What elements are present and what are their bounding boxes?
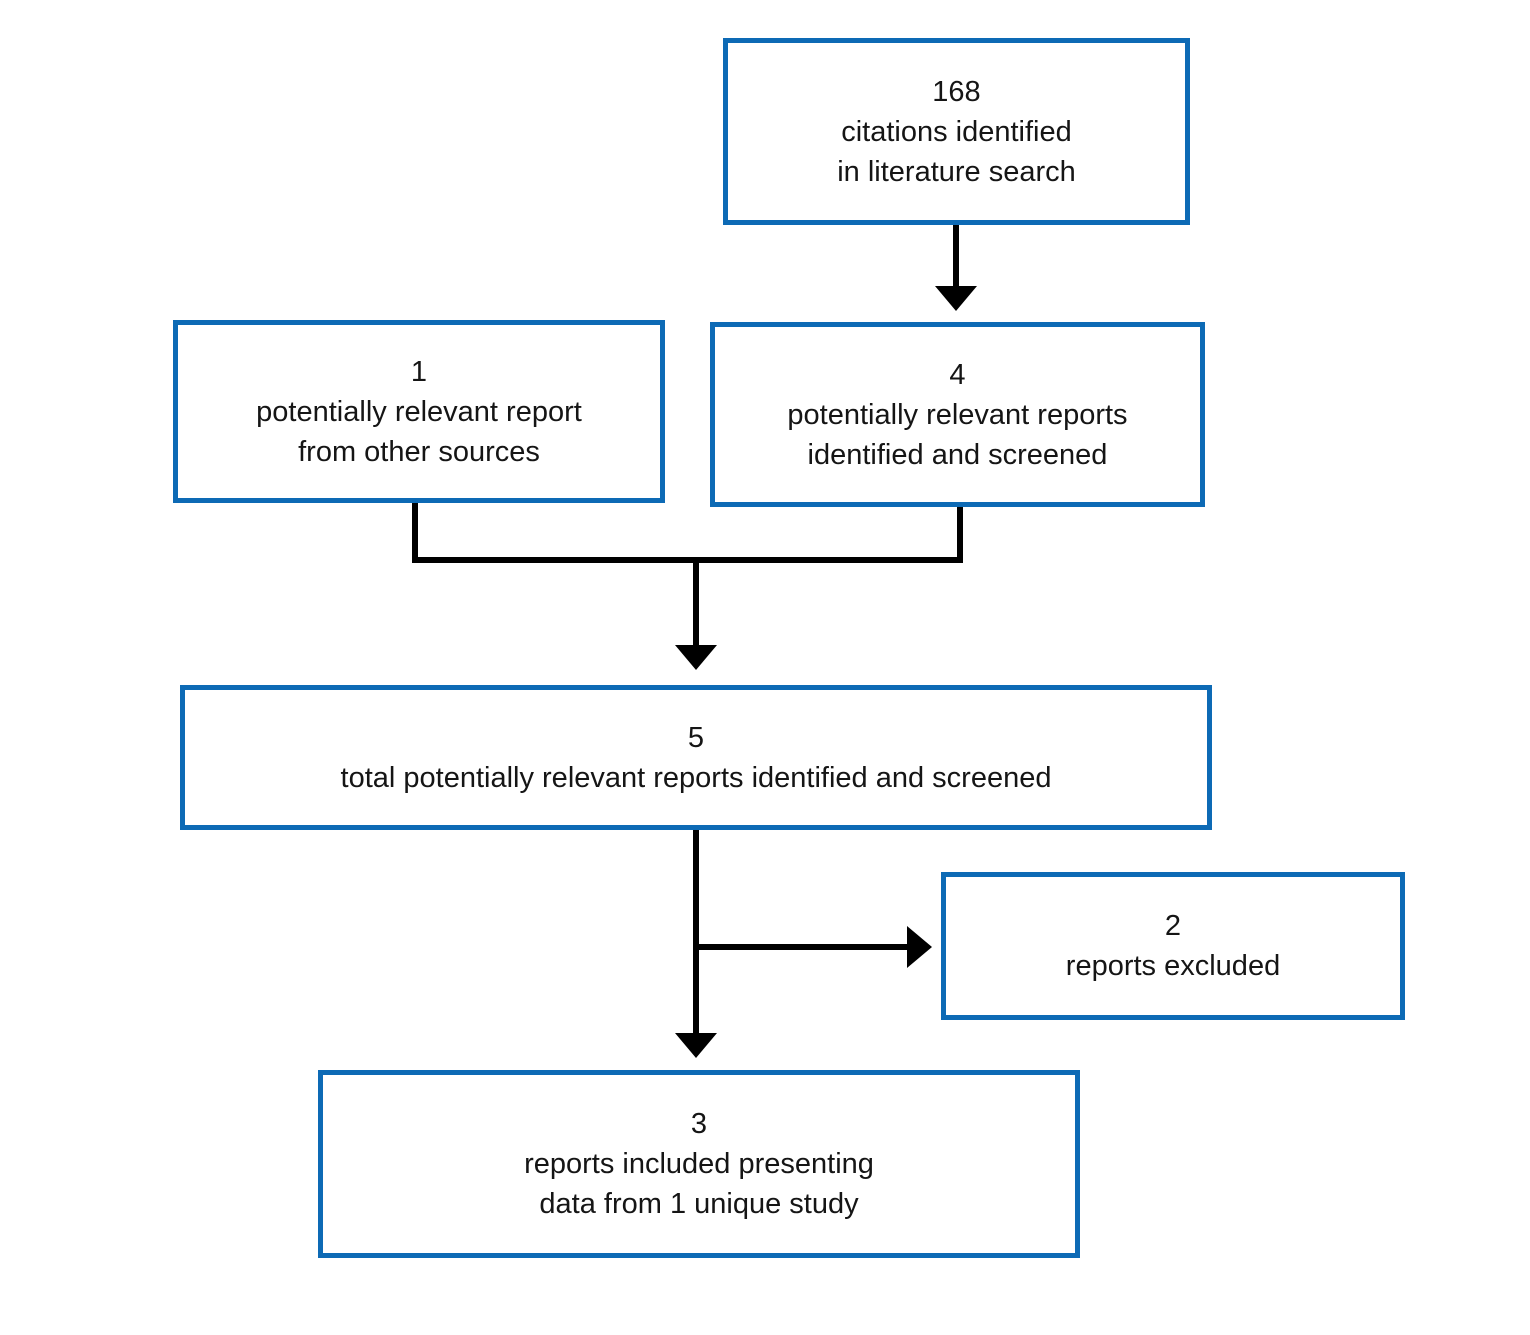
connector-merge-horizontal [412, 557, 963, 563]
flow-box-other-sources-text: 1 potentially relevant report from other… [256, 352, 582, 472]
flow-box-citations-identified: 168 citations identified in literature s… [723, 38, 1190, 225]
arrowhead-down-icon [675, 645, 717, 670]
connector-citations-to-screened [953, 225, 959, 287]
connector-branch-excluded [696, 944, 908, 950]
count-label: 5 [687, 721, 705, 754]
arrowhead-down-icon [935, 286, 977, 311]
connector-screened-down [957, 507, 963, 563]
text-line: reports included presenting [524, 1148, 874, 1180]
text-line: data from 1 unique study [539, 1188, 859, 1220]
flow-box-citations-text: 168 citations identified in literature s… [837, 72, 1076, 192]
text-line: identified and screened [807, 438, 1108, 471]
count-label: 1 [410, 355, 428, 388]
flow-box-reports-included: 3 reports included presenting data from … [318, 1070, 1080, 1258]
text-line: potentially relevant reports [787, 398, 1128, 431]
arrowhead-right-icon [907, 926, 932, 968]
flow-box-total-screened-text: 5 total potentially relevant reports ide… [341, 718, 1052, 798]
text-line: potentially relevant report [256, 395, 582, 428]
count-label: 168 [932, 75, 981, 108]
count-label: 2 [1164, 910, 1182, 942]
arrowhead-down-icon [675, 1033, 717, 1058]
flow-box-total-screened: 5 total potentially relevant reports ide… [180, 685, 1212, 830]
flow-box-identified-and-screened: 4 potentially relevant reports identifie… [710, 322, 1205, 507]
flow-box-reports-excluded-text: 2 reports excluded [1066, 906, 1280, 986]
text-line: in literature search [837, 155, 1076, 188]
text-line: total potentially relevant reports ident… [340, 761, 1052, 794]
connector-other-sources-down [412, 503, 418, 563]
flow-box-other-sources: 1 potentially relevant report from other… [173, 320, 665, 503]
text-line: from other sources [298, 435, 540, 468]
text-line: reports excluded [1065, 950, 1281, 982]
flow-box-identified-screened-text: 4 potentially relevant reports identifie… [787, 355, 1127, 475]
connector-total-to-included [693, 830, 699, 1034]
connector-merge-to-total [693, 557, 699, 646]
flow-box-reports-included-text: 3 reports included presenting data from … [524, 1104, 874, 1224]
count-label: 4 [949, 358, 966, 391]
count-label: 3 [690, 1108, 708, 1140]
flow-box-reports-excluded: 2 reports excluded [941, 872, 1405, 1020]
text-line: citations identified [841, 115, 1072, 148]
